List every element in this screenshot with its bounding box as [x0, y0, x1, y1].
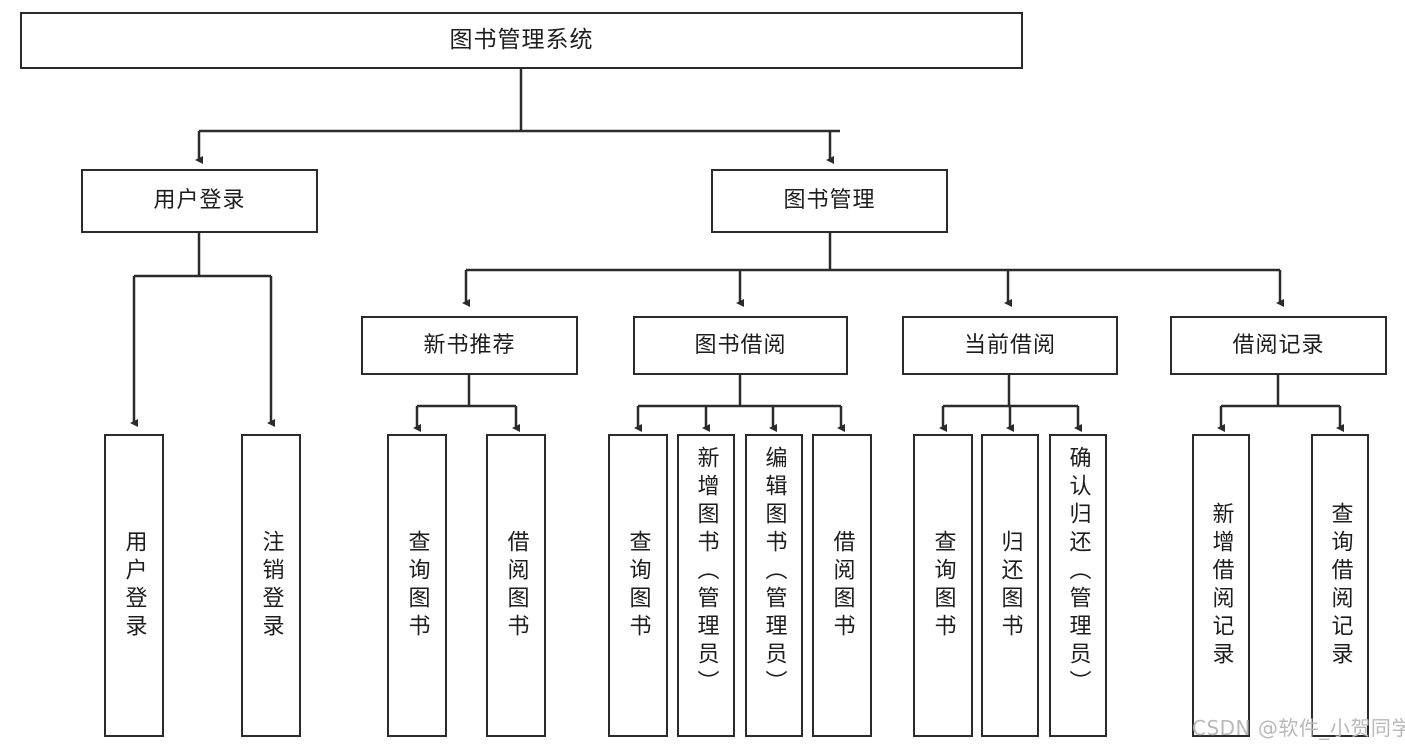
- node-label: 查询借阅记录: [1327, 501, 1353, 670]
- node-label: 当前借阅: [963, 332, 1056, 358]
- node-label: 图书管理系统: [449, 27, 594, 54]
- leaf-query-book-2[interactable]: 查询图书: [608, 434, 668, 737]
- leaf-confirm-return-admin[interactable]: 确认归还（管理员）: [1049, 434, 1107, 737]
- leaf-add-book-admin[interactable]: 新增图书（管理员）: [677, 434, 735, 737]
- node-label: 借阅记录: [1232, 332, 1325, 358]
- node-label: 查询图书: [625, 529, 651, 642]
- node-label: 图书管理: [783, 188, 876, 214]
- node-label: 新增图书（管理员）: [693, 446, 719, 698]
- node-label: 注销登录: [258, 529, 284, 642]
- leaf-query-borrow-record[interactable]: 查询借阅记录: [1311, 434, 1369, 737]
- node-label: 用户登录: [153, 188, 246, 214]
- leaf-user-login[interactable]: 用户登录: [104, 434, 164, 737]
- node-book-management[interactable]: 图书管理: [711, 169, 948, 233]
- node-new-book-recommendation[interactable]: 新书推荐: [361, 316, 578, 375]
- leaf-logout[interactable]: 注销登录: [241, 434, 301, 737]
- node-label: 借阅图书: [503, 529, 529, 642]
- node-label: 确认归还（管理员）: [1065, 446, 1091, 698]
- node-book-management-system[interactable]: 图书管理系统: [20, 12, 1023, 69]
- node-book-borrowing[interactable]: 图书借阅: [633, 316, 848, 375]
- leaf-return-book[interactable]: 归还图书: [981, 434, 1039, 737]
- leaf-borrow-book-1[interactable]: 借阅图书: [486, 434, 546, 737]
- node-label: 查询图书: [404, 529, 430, 642]
- node-label: 查询图书: [930, 529, 956, 642]
- leaf-query-book-1[interactable]: 查询图书: [387, 434, 447, 737]
- node-current-borrowing[interactable]: 当前借阅: [902, 316, 1118, 375]
- node-label: 编辑图书（管理员）: [761, 446, 787, 698]
- node-label: 用户登录: [121, 529, 147, 642]
- leaf-query-book-3[interactable]: 查询图书: [913, 434, 973, 737]
- node-user-login[interactable]: 用户登录: [81, 169, 318, 233]
- leaf-add-borrow-record[interactable]: 新增借阅记录: [1192, 434, 1250, 737]
- node-label: 新书推荐: [423, 332, 516, 358]
- leaf-edit-book-admin[interactable]: 编辑图书（管理员）: [745, 434, 803, 737]
- node-label: 新增借阅记录: [1208, 501, 1234, 670]
- node-label: 借阅图书: [829, 529, 855, 642]
- leaf-borrow-book-2[interactable]: 借阅图书: [812, 434, 872, 737]
- node-borrowing-record[interactable]: 借阅记录: [1170, 316, 1387, 375]
- node-label: 归还图书: [997, 529, 1023, 642]
- node-label: 图书借阅: [694, 332, 787, 358]
